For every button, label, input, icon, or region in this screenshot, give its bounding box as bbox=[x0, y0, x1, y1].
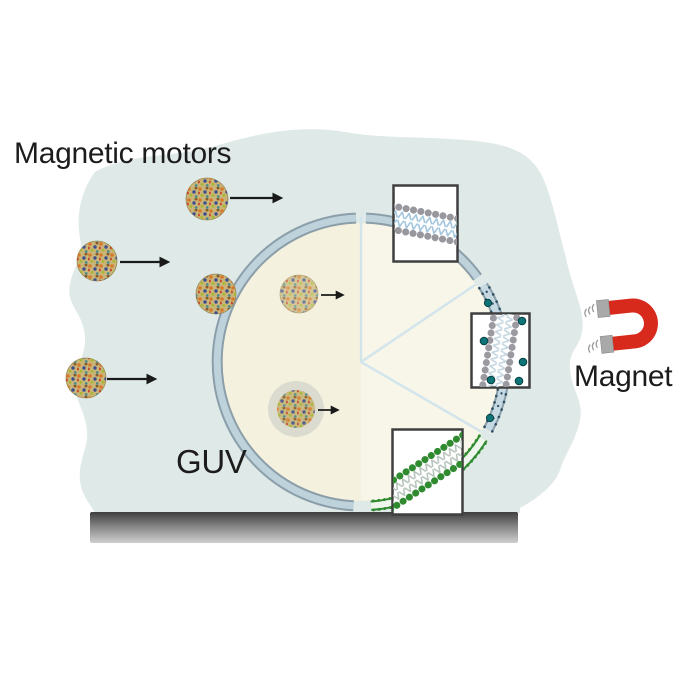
magnetic-motor-outside-2 bbox=[76, 240, 118, 282]
inset-box-protein-bilayer bbox=[470, 312, 531, 389]
magnetic-motor-outside-3 bbox=[65, 357, 107, 399]
label-guv: GUV bbox=[176, 443, 247, 480]
magnetic-motor-inside-faded bbox=[279, 274, 319, 314]
magnetic-field-lines bbox=[584, 303, 599, 353]
label-magnet: Magnet bbox=[574, 360, 673, 393]
substrate-surface-bar bbox=[90, 512, 518, 543]
membrane-protein-dots bbox=[479, 316, 528, 386]
label-magnetic-motors: Magnetic motors bbox=[14, 137, 232, 170]
inset-box-plain-bilayer bbox=[392, 184, 459, 263]
magnetic-motor-at-membrane bbox=[195, 273, 237, 315]
horseshoe-magnet-icon bbox=[584, 298, 658, 354]
magnetic-motor-outside-1 bbox=[185, 177, 229, 221]
magnetic-motor-inside-wrapped bbox=[268, 381, 324, 437]
guv-membrane-plain-left bbox=[211, 212, 357, 512]
inset-box-green-bilayer bbox=[391, 428, 464, 516]
sector-indicator-lines bbox=[359, 216, 482, 433]
